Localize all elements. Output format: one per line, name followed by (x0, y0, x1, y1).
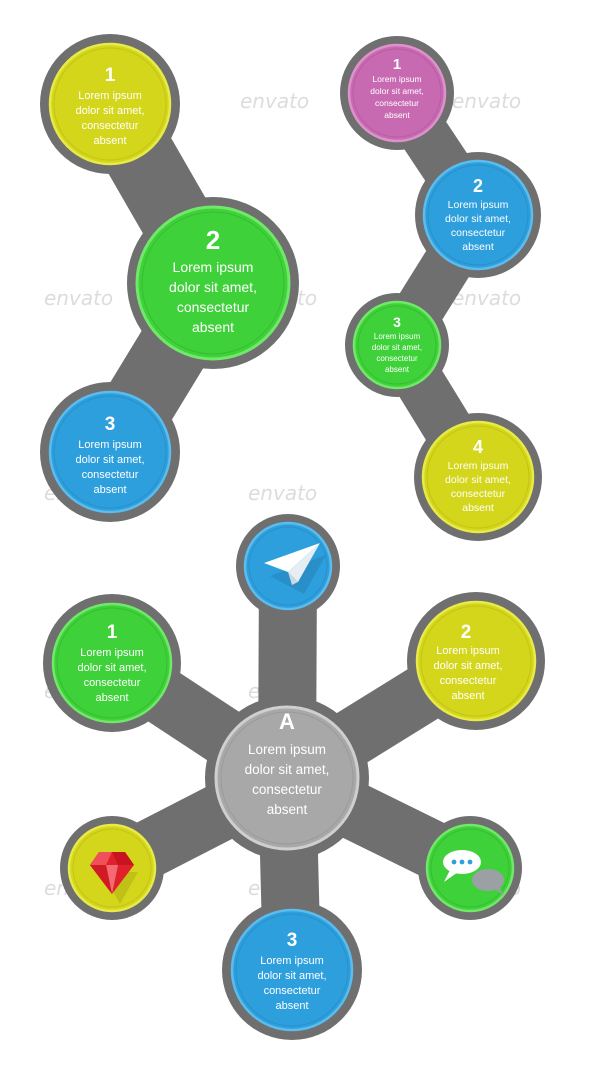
node-text-line: consectetur (82, 120, 139, 132)
node-text-line: absent (93, 135, 126, 147)
watermark-text: envato (44, 286, 113, 310)
node-text-line: dolor sit amet, (445, 213, 511, 225)
node-text-line: Lorem ipsum (436, 645, 500, 657)
diagram-bottom-chat-node (418, 816, 522, 920)
node-number: 2 (473, 176, 483, 196)
diagram-bottom-center-a: A Lorem ipsum dolor sit amet, consectetu… (205, 696, 369, 860)
node-text-line: absent (462, 241, 494, 253)
node-text-line: Lorem ipsum (448, 199, 509, 211)
gem-icon (90, 852, 138, 904)
diagram-bottom-node-2: 2 Lorem ipsum dolor sit amet, consectetu… (407, 592, 545, 730)
node-text-line: Lorem ipsum (448, 460, 509, 472)
node-text-line: absent (275, 1000, 308, 1012)
node-number: 2 (461, 622, 472, 643)
node-text-line: absent (93, 484, 126, 496)
node-number: 4 (473, 437, 483, 457)
node-text-line: absent (267, 802, 308, 817)
node-text-line: Lorem ipsum (80, 647, 144, 659)
node-text-line: dolor sit amet, (77, 662, 146, 674)
node-text-line: Lorem ipsum (173, 259, 254, 275)
node-text-line: dolor sit amet, (75, 454, 144, 466)
node-text-line: absent (384, 110, 410, 120)
diagram-right: 1 Lorem ipsum dolor sit amet, consectetu… (340, 36, 542, 541)
diagram-left-node-2: 2 Lorem ipsum dolor sit amet, consectetu… (127, 197, 299, 369)
node-number: 1 (393, 56, 401, 73)
node-text-line: dolor sit amet, (372, 343, 422, 352)
node-text-line: Lorem ipsum (260, 955, 324, 967)
diagram-right-node-4: 4 Lorem ipsum dolor sit amet, consectetu… (414, 413, 542, 541)
node-text-line: absent (192, 319, 234, 335)
connector-band (372, 68, 503, 502)
node-text-line: Lorem ipsum (372, 74, 421, 84)
node-text-line: Lorem ipsum (78, 439, 142, 451)
watermark-text: envato (240, 89, 309, 113)
node-text-line: consectetur (440, 675, 497, 687)
node-text-line: consectetur (376, 354, 418, 363)
diagram-bottom-node-1: 1 Lorem ipsum dolor sit amet, consectetu… (43, 594, 181, 732)
center-letter: A (279, 709, 295, 734)
node-text-line: dolor sit amet, (245, 762, 330, 777)
node-number: 1 (105, 65, 116, 86)
chat-bubbles-icon (443, 850, 504, 896)
diagram-right-node-1: 1 Lorem ipsum dolor sit amet, consectetu… (340, 36, 454, 150)
node-number: 3 (287, 930, 298, 951)
node-text-line: consectetur (451, 488, 506, 500)
node-text-line: dolor sit amet, (75, 105, 144, 117)
node-text-line: absent (385, 365, 410, 374)
node-text-line: dolor sit amet, (257, 970, 326, 982)
node-number: 2 (206, 225, 220, 255)
node-text-line: consectetur (375, 98, 419, 108)
node-text-line: consectetur (451, 227, 506, 239)
diagram-bottom-node-3: 3 Lorem ipsum dolor sit amet, consectetu… (222, 900, 362, 1040)
watermark-text: envato (248, 481, 317, 505)
node-text-line: Lorem ipsum (78, 90, 142, 102)
diagram-bottom: A Lorem ipsum dolor sit amet, consectetu… (43, 514, 545, 1040)
node-text-line: consectetur (177, 299, 250, 315)
node-text-line: Lorem ipsum (374, 332, 421, 341)
diagram-right-node-3: 3 Lorem ipsum dolor sit amet, consectetu… (345, 293, 449, 397)
node-text-line: absent (451, 690, 484, 702)
node-number: 3 (105, 414, 116, 435)
node-text-line: dolor sit amet, (169, 279, 257, 295)
diagram-left-node-3: 3 Lorem ipsum dolor sit amet, consectetu… (40, 382, 180, 522)
diagram-left: 1 Lorem ipsum dolor sit amet, consectetu… (40, 34, 299, 522)
diagram-bottom-gem-node (60, 816, 164, 920)
diagram-bottom-plane-node (236, 514, 340, 618)
node-text-line: consectetur (82, 469, 139, 481)
node-text-line: absent (462, 502, 494, 514)
diagram-left-node-1: 1 Lorem ipsum dolor sit amet, consectetu… (40, 34, 180, 174)
node-text-line: consectetur (252, 782, 322, 797)
paper-plane-icon (264, 543, 326, 594)
watermark-text: envato (452, 89, 521, 113)
node-text-line: absent (95, 692, 128, 704)
watermark-text: envato (452, 286, 521, 310)
node-text-line: consectetur (264, 985, 321, 997)
node-number: 3 (393, 314, 401, 330)
node-text-line: dolor sit amet, (445, 474, 511, 486)
node-text-line: Lorem ipsum (248, 742, 326, 757)
node-text-line: dolor sit amet, (433, 660, 502, 672)
node-number: 1 (107, 622, 118, 643)
node-text-line: consectetur (84, 677, 141, 689)
diagram-right-node-2: 2 Lorem ipsum dolor sit amet, consectetu… (415, 152, 541, 278)
node-text-line: dolor sit amet, (370, 86, 423, 96)
